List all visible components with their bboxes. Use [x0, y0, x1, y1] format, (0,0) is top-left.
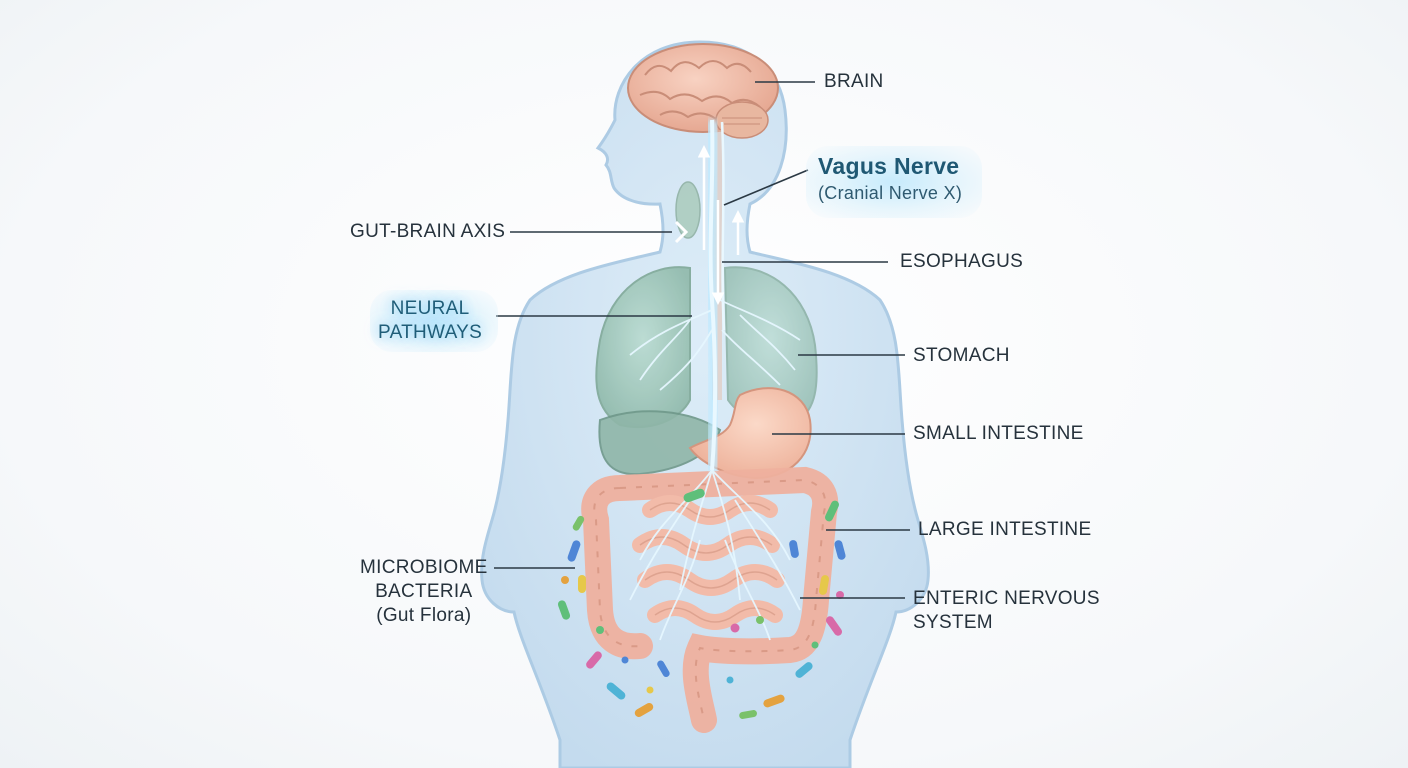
leader-lines: [494, 81, 910, 599]
label-gut-brain-axis: GUT-BRAIN AXIS: [350, 221, 506, 242]
enteric-line1: ENTERIC NERVOUS: [913, 588, 1100, 609]
neural-pathways-line1: NEURAL: [390, 298, 470, 319]
label-vagus-nerve: Vagus Nerve (Cranial Nerve X): [818, 152, 962, 206]
label-large-intestine: LARGE INTESTINE: [918, 519, 1092, 540]
microbiome-line3: (Gut Flora): [376, 605, 472, 626]
microbiome-bacteria: [557, 488, 846, 719]
label-stomach: STOMACH: [913, 345, 1010, 366]
neural-glow: [370, 290, 498, 352]
label-small-intestine: SMALL INTESTINE: [913, 423, 1084, 444]
neural-pathways-line2: PATHWAYS: [378, 322, 483, 343]
label-esophagus: ESOPHAGUS: [900, 251, 1024, 272]
vagus-glow: [806, 146, 982, 218]
microbiome-line2: BACTERIA: [375, 581, 473, 602]
microbiome-line1: MICROBIOME: [360, 557, 488, 578]
label-enteric-nervous-system: ENTERIC NERVOUS SYSTEM: [913, 587, 1100, 635]
vagus-nerve-title: Vagus Nerve: [818, 153, 960, 179]
brain-organ: [627, 43, 779, 139]
gut-brain-axis-arrow: [674, 220, 689, 244]
label-microbiome: MICROBIOME BACTERIA (Gut Flora): [360, 556, 488, 628]
label-brain: BRAIN: [824, 71, 884, 92]
leader-vagus: [723, 169, 809, 206]
enteric-line2: SYSTEM: [913, 612, 993, 633]
label-neural-pathways: NEURAL PATHWAYS: [378, 297, 482, 345]
vagus-nerve-subtitle: (Cranial Nerve X): [818, 183, 963, 203]
neural-branches: [629, 299, 801, 641]
